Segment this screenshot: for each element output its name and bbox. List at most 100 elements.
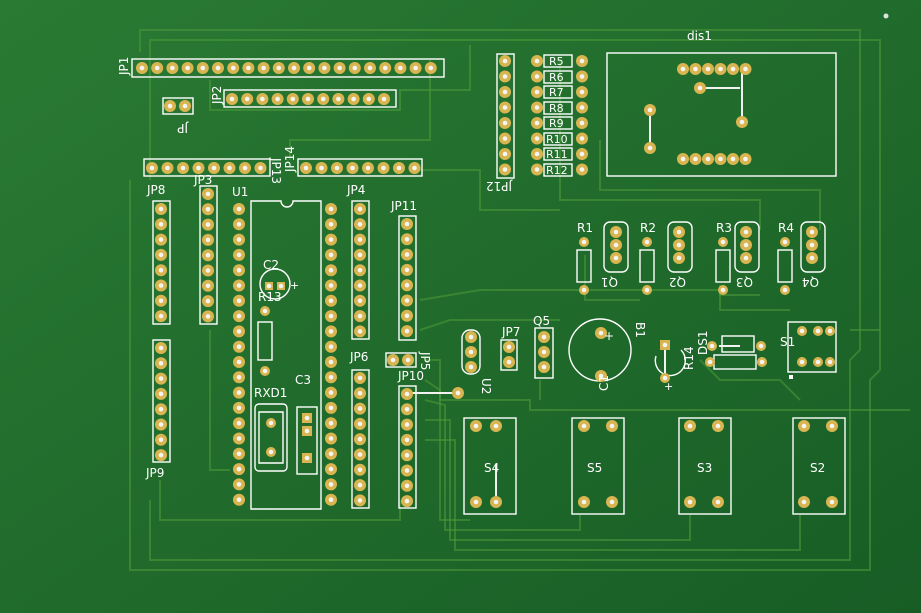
pad-hole bbox=[534, 89, 540, 95]
label-r11: R11 bbox=[546, 148, 568, 161]
pad-hole bbox=[799, 328, 805, 334]
pad-hole bbox=[290, 96, 296, 102]
pad-hole bbox=[236, 252, 242, 258]
pad-hole bbox=[262, 368, 268, 374]
label-jp1: JP1 bbox=[117, 57, 131, 76]
pad-hole bbox=[158, 345, 164, 351]
label-s4: S4 bbox=[484, 461, 499, 475]
pad-hole bbox=[581, 239, 587, 245]
pad-hole bbox=[613, 229, 619, 235]
pad-hole bbox=[357, 329, 363, 334]
pad-hole bbox=[357, 313, 363, 319]
pad-hole bbox=[390, 357, 396, 363]
pad-hole bbox=[693, 156, 698, 162]
pad-hole bbox=[715, 499, 721, 505]
pad-hole bbox=[613, 255, 619, 261]
pad-hole bbox=[579, 105, 585, 110]
pad-hole bbox=[236, 497, 242, 503]
pad-hole bbox=[809, 255, 815, 261]
pad-hole bbox=[534, 136, 540, 141]
pad-hole bbox=[404, 498, 410, 504]
pad-hole bbox=[304, 415, 310, 421]
pad-hole bbox=[404, 483, 410, 489]
pad-hole bbox=[693, 66, 698, 72]
pad-hole bbox=[261, 65, 266, 71]
pad-hole bbox=[266, 283, 272, 289]
label-r6: R6 bbox=[549, 71, 564, 84]
label-jp6: JP6 bbox=[349, 350, 368, 364]
pad-hole bbox=[322, 65, 327, 71]
pad-hole bbox=[404, 391, 410, 397]
label-u2: U2 bbox=[479, 378, 493, 394]
pad-hole bbox=[158, 406, 164, 412]
label-r2: R2 bbox=[640, 221, 656, 235]
label-dis1: dis1 bbox=[687, 29, 712, 43]
pad-hole bbox=[244, 96, 250, 102]
pad-hole bbox=[581, 499, 587, 505]
pad-hole bbox=[404, 468, 410, 473]
pad-hole bbox=[579, 120, 585, 126]
pad-hole bbox=[242, 165, 248, 171]
pad-hole bbox=[680, 66, 686, 72]
pad-hole bbox=[398, 65, 403, 71]
pad-hole bbox=[455, 390, 461, 396]
pad-hole bbox=[707, 359, 713, 365]
pad-hole bbox=[404, 328, 410, 334]
pad-hole bbox=[328, 359, 334, 365]
pad-hole bbox=[246, 65, 251, 71]
pad-hole bbox=[697, 85, 703, 91]
pad-hole bbox=[502, 105, 508, 110]
pad-hole bbox=[205, 222, 211, 227]
pad-hole bbox=[404, 437, 410, 443]
pad-hole bbox=[236, 206, 242, 212]
pad-hole bbox=[158, 361, 164, 366]
pad-hole bbox=[382, 65, 388, 71]
pad-hole bbox=[782, 239, 788, 245]
pad-hole bbox=[718, 156, 723, 162]
pad-hole bbox=[404, 237, 410, 242]
pad-hole bbox=[258, 165, 263, 171]
pad-hole bbox=[404, 422, 410, 427]
label-jp7: JP7 bbox=[501, 325, 520, 339]
pad-hole bbox=[304, 455, 310, 461]
pad-hole bbox=[801, 499, 807, 505]
pad-hole bbox=[644, 287, 650, 293]
pad-hole bbox=[215, 65, 221, 71]
pad-hole bbox=[158, 391, 164, 397]
pad-hole bbox=[328, 390, 334, 395]
pad-hole bbox=[328, 482, 334, 487]
pad-hole bbox=[182, 103, 188, 109]
silk-labels: JP1 JP2 JP JP14 JP13 JP8 JP3 U1 JP4 JP11… bbox=[117, 29, 825, 480]
pad-hole bbox=[357, 452, 363, 457]
pad-hole bbox=[718, 66, 723, 72]
pad-hole bbox=[236, 344, 242, 350]
pad-hole bbox=[305, 96, 311, 102]
pad-hole bbox=[236, 436, 242, 441]
label-r1: R1 bbox=[577, 221, 593, 235]
pad-hole bbox=[328, 252, 334, 258]
pad-hole bbox=[158, 452, 164, 458]
pad-hole bbox=[236, 329, 242, 334]
silk-outlines bbox=[131, 52, 846, 515]
pad-hole bbox=[428, 65, 434, 71]
pad-hole bbox=[211, 165, 217, 171]
pad-hole bbox=[579, 74, 585, 79]
label-jp3: JP3 bbox=[193, 173, 212, 187]
pad-hole bbox=[236, 405, 242, 411]
pad-hole bbox=[357, 436, 363, 442]
pad-hole bbox=[236, 482, 242, 487]
pad-hole bbox=[827, 328, 833, 334]
label-s1: S1 bbox=[780, 335, 795, 349]
pad-hole bbox=[705, 156, 711, 162]
pad-hole bbox=[180, 165, 186, 171]
resistor-array bbox=[543, 54, 573, 177]
pad-hole bbox=[357, 467, 363, 473]
label-jp2: JP2 bbox=[210, 86, 224, 105]
pad-hole bbox=[809, 242, 815, 248]
pad-hole bbox=[829, 423, 835, 429]
label-r3: R3 bbox=[716, 221, 732, 235]
pad-hole bbox=[158, 422, 164, 427]
pad-hole bbox=[200, 65, 206, 71]
pad-hole bbox=[502, 58, 508, 64]
pad-hole bbox=[352, 65, 358, 71]
